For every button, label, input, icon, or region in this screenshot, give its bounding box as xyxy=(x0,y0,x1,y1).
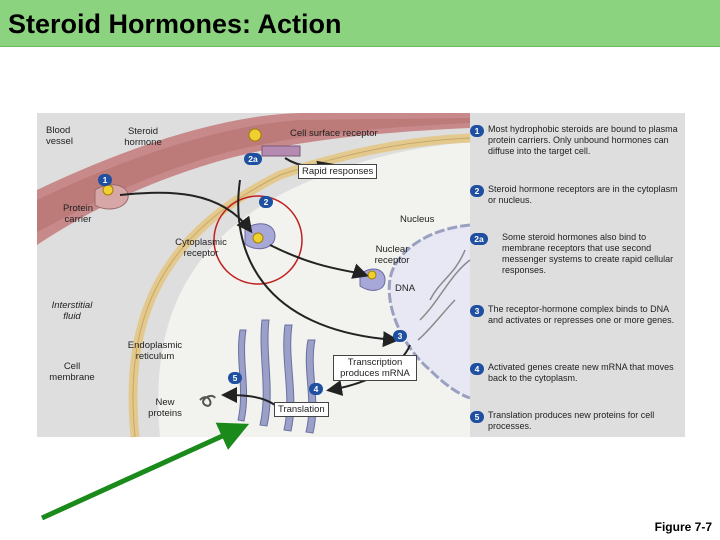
translation-label: Translation xyxy=(274,402,329,417)
key-step-2a-text: Some steroid hormones also bind to membr… xyxy=(502,232,674,275)
nucleus-label: Nucleus xyxy=(400,214,435,225)
cell-surface-receptor-shape xyxy=(261,145,301,157)
nuclear-receptor-label: Nuclear receptor xyxy=(374,244,410,266)
step-badge-1b: 1 xyxy=(98,174,112,186)
steroid-hormone-label: Steroid hormone xyxy=(124,126,162,148)
new-proteins-label: New proteins xyxy=(148,397,182,419)
title-bar: Steroid Hormones: Action xyxy=(0,0,720,47)
cytoplasmic-receptor-highlight xyxy=(213,195,303,285)
protein-carrier-shape xyxy=(94,184,129,210)
blood-vessel xyxy=(37,113,470,245)
arrow-diffuse xyxy=(119,191,253,234)
arrow-cytoplasm-path xyxy=(237,179,399,348)
dna-helix xyxy=(417,249,471,341)
interstitial-fluid-label: Interstitial fluid xyxy=(51,300,93,322)
step-badge-3: 3 xyxy=(393,330,407,342)
key-step-1-badge: 1 xyxy=(470,125,484,137)
key-step-4-text: Activated genes create new mRNA that mov… xyxy=(488,362,674,383)
key-step-3: 3 The receptor-hormone complex binds to … xyxy=(470,304,684,342)
page-title: Steroid Hormones: Action xyxy=(8,9,342,39)
key-step-5-text: Translation produces new proteins for ce… xyxy=(488,410,655,431)
nucleus-envelope xyxy=(387,223,471,400)
nuclear-receptor-shape xyxy=(359,268,386,291)
key-step-1-text: Most hydrophobic steroids are bound to p… xyxy=(488,124,678,156)
cytoplasmic-receptor-label: Cytoplasmic receptor xyxy=(175,237,227,259)
arrow-translation xyxy=(221,387,276,406)
step-badge-2: 2 xyxy=(259,196,273,208)
cytoplasmic-receptor-shape xyxy=(244,223,276,250)
key-step-2a-badge: 2a xyxy=(470,233,488,245)
cell-membrane-label: Cell membrane xyxy=(49,361,95,383)
arrow-to-nucleus xyxy=(269,244,369,279)
step-badge-5: 5 xyxy=(228,372,242,384)
key-step-2a: 2a Some steroid hormones also bind to me… xyxy=(470,232,684,280)
hormone-molecule xyxy=(248,128,262,142)
pointer-arrow xyxy=(40,422,250,521)
endoplasmic-reticulum-label: Endoplasmic reticulum xyxy=(127,340,183,362)
new-protein-shape xyxy=(199,394,216,407)
key-step-2-badge: 2 xyxy=(470,185,484,197)
figure-number: Figure 7-7 xyxy=(654,520,712,534)
key-step-2: 2 Steroid hormone receptors are in the c… xyxy=(470,184,684,212)
step-badge-4: 4 xyxy=(309,383,323,395)
protein-carrier-label: Protein carrier xyxy=(62,203,94,225)
key-step-3-text: The receptor-hormone complex binds to DN… xyxy=(488,304,675,325)
transcription-label: Transcription produces mRNA xyxy=(333,355,417,381)
key-step-2-text: Steroid hormone receptors are in the cyt… xyxy=(488,184,678,205)
key-step-4-badge: 4 xyxy=(470,363,484,375)
step-badge-2a: 2a xyxy=(244,153,262,165)
key-step-3-badge: 3 xyxy=(470,305,484,317)
key-step-5: 5 Translation produces new proteins for … xyxy=(470,410,684,436)
key-step-5-badge: 5 xyxy=(470,411,484,423)
key-step-4: 4 Activated genes create new mRNA that m… xyxy=(470,362,684,388)
cell-surface-receptor-label: Cell surface receptor xyxy=(290,128,378,139)
rapid-responses-label: Rapid responses xyxy=(298,164,378,179)
dna-label: DNA xyxy=(395,283,416,294)
blood-vessel-label: Blood vessel xyxy=(46,125,73,147)
key-step-1: 1 Most hydrophobic steroids are bound to… xyxy=(470,124,684,164)
